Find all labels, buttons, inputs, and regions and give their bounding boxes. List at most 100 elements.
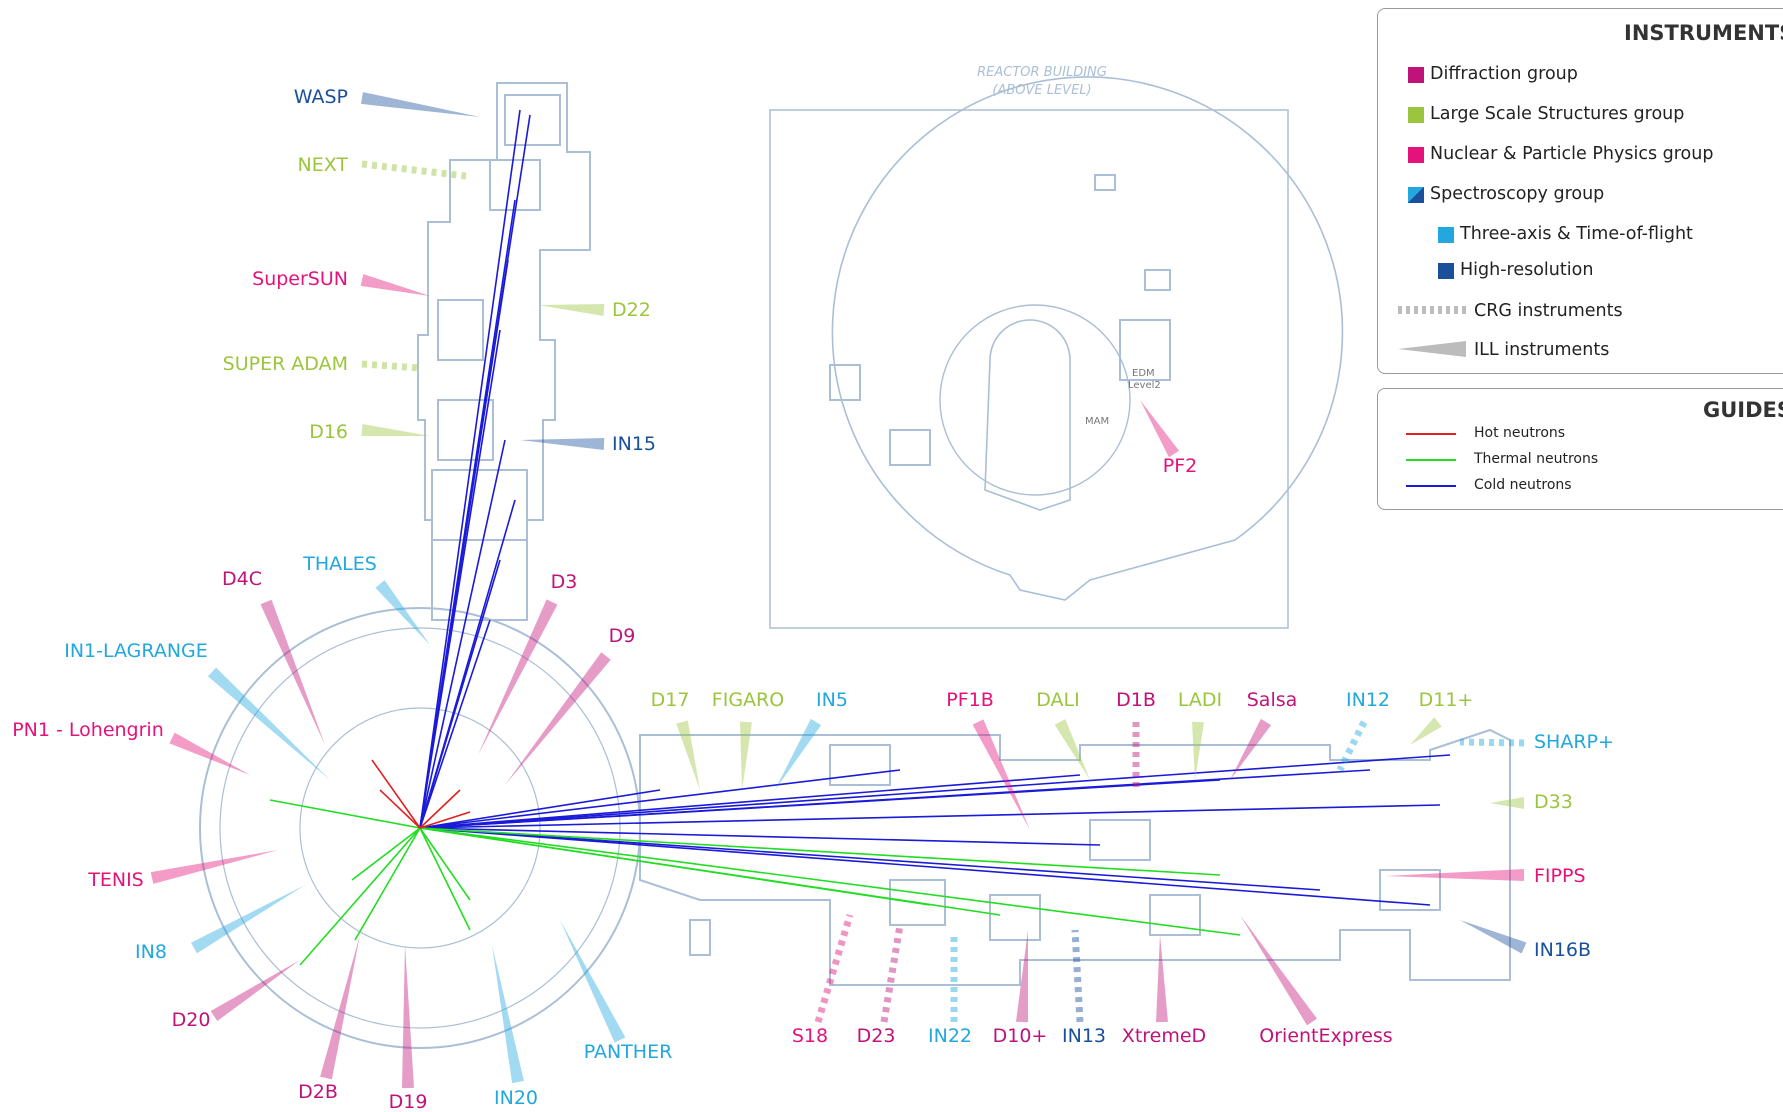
reactor-building-frame <box>769 109 1289 629</box>
fipps-pointer <box>1385 869 1525 881</box>
fipps-label: FIPPS <box>1534 865 1586 887</box>
d11-pointer <box>1410 717 1442 745</box>
cold-guide-east <box>419 827 1101 846</box>
mam-tag: MAM <box>1085 416 1109 427</box>
reactor-building-room <box>829 364 861 401</box>
tenis-pointer <box>150 850 278 884</box>
north-guide-hall-room <box>437 299 484 361</box>
next-label: NEXT <box>297 154 348 176</box>
spectroscopy-swatch <box>1408 187 1424 203</box>
reactor-building-room <box>1119 319 1171 381</box>
floor-plan <box>199 76 1511 1049</box>
guides-legend-title: GUIDES <box>1703 398 1783 422</box>
legend-lss: Large Scale Structures group <box>1430 104 1685 124</box>
d10-label: D10+ <box>993 1025 1048 1047</box>
thermal-guide <box>419 827 471 901</box>
thermal-guide <box>299 827 421 966</box>
instruments-legend-title: INSTRUMENTS <box>1624 21 1783 45</box>
in15-label: IN15 <box>612 433 656 455</box>
reactor-building-pool <box>984 319 1071 511</box>
north-guide-hall-room <box>437 399 494 461</box>
cold-guide-north <box>419 329 501 829</box>
tenis-label: TENIS <box>87 869 144 891</box>
sharp-pointer <box>1459 738 1525 747</box>
in12-pointer <box>1336 720 1368 772</box>
supersun-pointer <box>360 274 430 296</box>
thermal-guide <box>351 827 421 881</box>
neutron-guides <box>269 109 1451 966</box>
in13-pointer <box>1071 929 1084 1023</box>
legend-npp: Nuclear & Particle Physics group <box>1430 144 1714 164</box>
d9-label: D9 <box>609 625 636 647</box>
thermal-guide <box>419 827 471 931</box>
d33-pointer <box>1490 797 1524 809</box>
cold-guide-east <box>419 754 1451 829</box>
in8-pointer <box>191 885 305 954</box>
east-guide-hall-room <box>889 879 946 926</box>
reactor-hall-inner-ring <box>219 627 621 1029</box>
pf1b-pointer <box>972 719 1030 830</box>
ladi-pointer <box>1192 721 1204 780</box>
legend-crg: CRG instruments <box>1474 301 1623 321</box>
d20-pointer <box>210 960 300 1022</box>
d9-pointer <box>505 652 611 785</box>
thales-pointer <box>375 580 430 645</box>
three-axis-swatch <box>1438 227 1454 243</box>
in16b-pointer <box>1460 920 1527 954</box>
dali-pointer <box>1054 719 1090 780</box>
east-guide-hall-room <box>989 894 1041 941</box>
diffraction-swatch <box>1408 67 1424 83</box>
salsa-label: Salsa <box>1247 689 1298 711</box>
edm-tag: EDM <box>1132 368 1155 379</box>
ladi-label: LADI <box>1178 689 1222 711</box>
in22-label: IN22 <box>928 1025 972 1047</box>
cold-guide-east <box>419 789 661 829</box>
d1b-label: D1B <box>1116 689 1156 711</box>
d33-label: D33 <box>1534 791 1573 813</box>
cold-guide-north <box>419 559 501 829</box>
xtremed-label: XtremeD <box>1122 1025 1206 1047</box>
reactor-core-ring <box>299 707 541 949</box>
pn1-lohengrin-label: PN1 - Lohengrin <box>12 719 164 741</box>
legend-diffraction: Diffraction group <box>1430 64 1578 84</box>
thermal-guide <box>354 827 421 941</box>
in5-label: IN5 <box>816 689 848 711</box>
ill-wedge-icon <box>1398 341 1466 357</box>
wasp-pointer <box>361 92 480 117</box>
d23-label: D23 <box>857 1025 896 1047</box>
legend-high-res: High-resolution <box>1460 260 1594 280</box>
lss-swatch <box>1408 107 1424 123</box>
s18-pointer <box>814 913 854 1024</box>
orientexpress-label: OrientExpress <box>1259 1025 1392 1047</box>
high-res-swatch <box>1438 263 1454 279</box>
reactor-building-title: REACTOR BUILDING (ABOVE LEVEL) MAM EDM L… <box>977 65 1161 427</box>
thermal-guide <box>419 827 1241 936</box>
reactor-building-outline <box>831 76 1344 601</box>
reactor-building-title-line1: REACTOR BUILDING <box>977 65 1107 80</box>
d17-label: D17 <box>651 689 690 711</box>
hot-guide <box>371 759 421 829</box>
legend-three-axis: Three-axis & Time-of-flight <box>1460 224 1693 244</box>
figaro-pointer <box>740 721 752 790</box>
cold-guide-east <box>419 769 901 829</box>
d22-pointer <box>538 304 605 316</box>
d16-label: D16 <box>309 421 348 443</box>
reactor-building-room <box>1144 269 1171 291</box>
panther-label: PANTHER <box>584 1041 673 1063</box>
in20-pointer <box>492 945 524 1084</box>
reactor-building-inner-ring <box>939 304 1131 496</box>
dali-label: DALI <box>1036 689 1079 711</box>
reactor-building-room <box>889 429 931 466</box>
d4c-pointer <box>260 599 325 745</box>
d10-pointer <box>1016 930 1028 1023</box>
north-guide-hall-outline <box>417 82 591 621</box>
east-guide-hall-room <box>689 919 711 956</box>
north-guide-hall-room <box>431 469 528 541</box>
thermal-guide <box>419 827 931 906</box>
cold-guide-north <box>419 619 491 829</box>
pf2-label: PF2 <box>1163 455 1197 477</box>
cold-guide-north <box>419 109 521 829</box>
east-guide-hall-room <box>1089 819 1151 861</box>
